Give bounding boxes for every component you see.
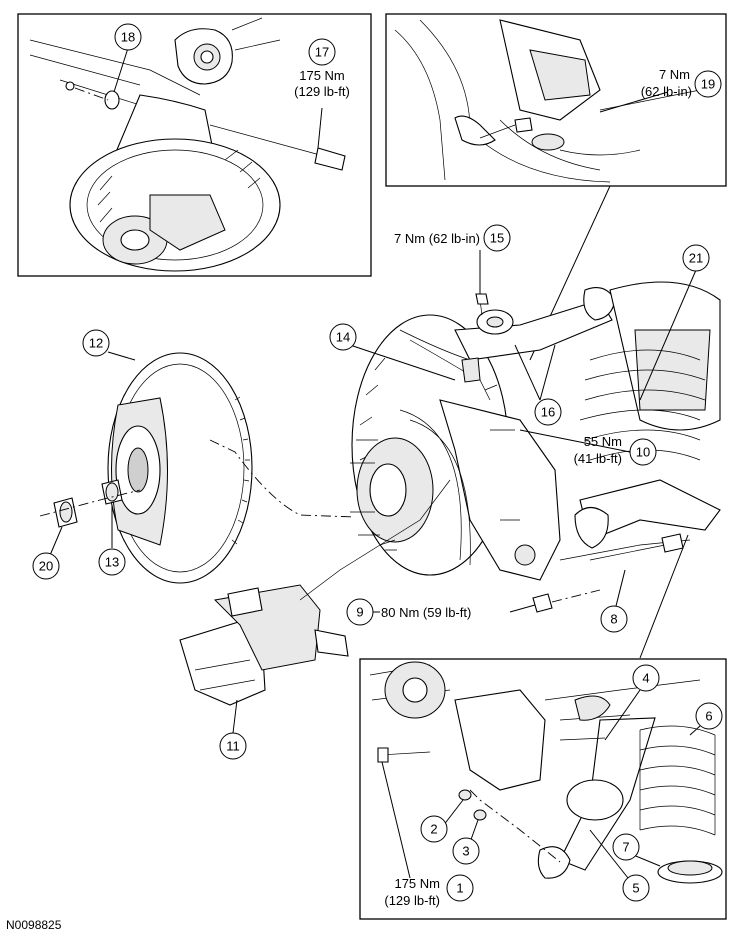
callout-8-label: 8 (610, 612, 617, 627)
callout-19-label: 19 (701, 77, 715, 92)
callout-21: 21 (682, 244, 710, 272)
callout-14: 14 (329, 323, 357, 351)
callout-20: 20 (32, 552, 60, 580)
callout-6: 6 (695, 702, 723, 730)
callout-18-label: 18 (121, 30, 135, 45)
torque-15: 7 Nm (62 lb-in) (394, 231, 480, 246)
callout-13-label: 13 (105, 555, 119, 570)
callout-17: 17 (308, 38, 336, 66)
callout-5-label: 5 (632, 881, 639, 896)
callout-18: 18 (114, 23, 142, 51)
callout-10-label: 10 (636, 445, 650, 460)
callout-15: 15 (483, 224, 511, 252)
torque-17-nm: 175 Nm (299, 68, 345, 83)
callout-21-label: 21 (689, 251, 703, 266)
callout-20-label: 20 (39, 559, 53, 574)
callout-11: 11 (219, 732, 247, 760)
torque-19-nm: 7 Nm (659, 67, 690, 82)
callout-2: 2 (420, 815, 448, 843)
leader-lines (47, 237, 697, 734)
callout-2-label: 2 (430, 822, 437, 837)
callout-9: 9 (346, 598, 374, 626)
callout-11-label: 11 (226, 739, 240, 754)
main-assembly (39, 281, 721, 659)
callout-6-label: 6 (705, 709, 712, 724)
callout-13: 13 (98, 548, 126, 576)
torque-specs: 175 Nm (129 lb-ft) 7 Nm (62 lb-in) 7 Nm … (294, 67, 692, 908)
torque-10-lbft: (41 lb-ft) (574, 451, 622, 466)
callout-10: 10 (629, 438, 657, 466)
callout-14-label: 14 (336, 330, 350, 345)
callout-16-label: 16 (541, 405, 555, 420)
callout-3: 3 (452, 837, 480, 865)
callout-7-label: 7 (622, 840, 629, 855)
callout-19: 19 (694, 70, 722, 98)
callout-12-label: 12 (89, 336, 103, 351)
torque-10-nm: 55 Nm (584, 434, 622, 449)
callout-3-label: 3 (462, 844, 469, 859)
torque-1-lbft: (129 lb-ft) (384, 893, 440, 908)
torque-19-lbin: (62 lb-in) (641, 84, 692, 99)
callout-9-label: 9 (356, 605, 363, 620)
callout-1: 1 (446, 874, 474, 902)
callout-17-label: 17 (315, 45, 329, 60)
callout-1-label: 1 (456, 881, 463, 896)
callout-8: 8 (600, 605, 628, 633)
callout-4-label: 4 (642, 671, 649, 686)
torque-9: 80 Nm (59 lb-ft) (381, 605, 471, 620)
caliper (179, 479, 451, 706)
callout-12: 12 (82, 329, 110, 357)
callout-4: 4 (632, 664, 660, 692)
callout-15-label: 15 (490, 231, 504, 246)
callout-5: 5 (622, 874, 650, 902)
inset-abs-sensor (385, 13, 727, 187)
callout-16: 16 (534, 398, 562, 426)
torque-17-lbft: (129 lb-ft) (294, 84, 350, 99)
torque-1-nm: 175 Nm (394, 876, 440, 891)
inset-lower-arm (359, 658, 727, 920)
figure-reference: N0098825 (6, 918, 62, 932)
callout-7: 7 (612, 833, 640, 861)
